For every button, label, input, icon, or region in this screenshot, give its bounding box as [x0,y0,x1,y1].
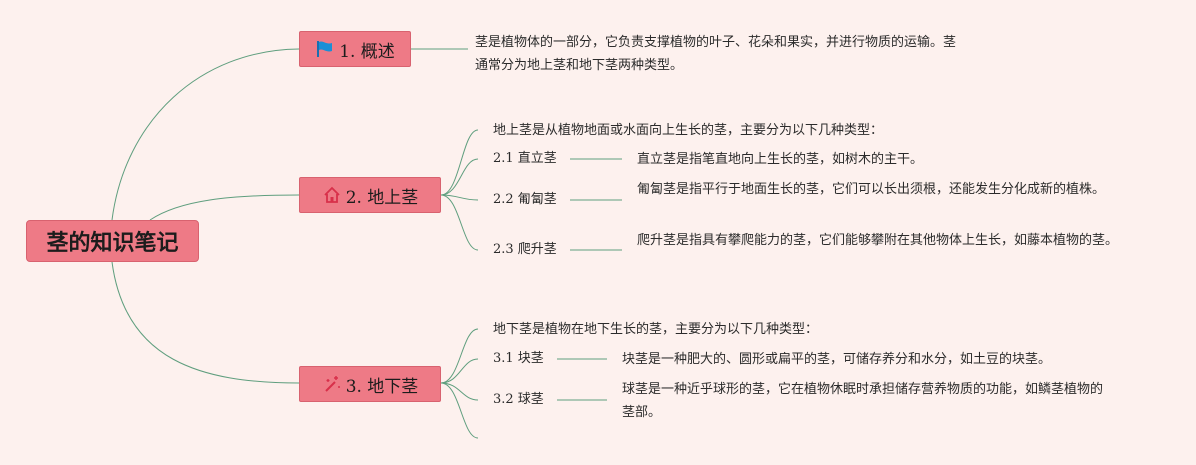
link-branch-2-item-1 [440,158,479,196]
sparkle-wand-icon [322,374,342,394]
overview-note: 茎是植物体的一部分，它负责支撑植物的叶子、花朵和果实，并进行物质的运输。茎通常分… [475,35,957,73]
subtopic-climbing-stem[interactable]: 2.3 爬升茎 [493,242,557,257]
subtopic-corm[interactable]: 3.2 球茎 [493,392,544,407]
corm-desc: 球茎是一种近乎球形的茎，它在植物休眠时承担储存营养物质的功能，如鳞茎植物的茎部。 [622,382,1104,420]
home-icon [322,185,342,205]
link-root-to-branch-1 [111,48,300,221]
branch-label: 3. 地下茎 [345,376,419,397]
branch-label: 1. 概述 [339,41,395,62]
creeping-stem-desc: 匍匐茎是指平行于地面生长的茎，它们可以长出须根，还能发生分化成新的植株。 [637,182,1106,197]
flag-icon [315,39,335,59]
tuber-desc: 块茎是一种肥大的、圆形或扁平的茎，可储存养分和水分，如土豆的块茎。 [622,352,1052,367]
link-root-to-branch-2 [149,194,300,221]
branch-node-underground[interactable]: 3. 地下茎 [299,366,441,402]
root-title: 茎的知识笔记 [46,231,179,256]
subtopic-tuber[interactable]: 3.1 块茎 [493,351,544,366]
branch-node-above-ground[interactable]: 2. 地上茎 [299,177,441,213]
root-node[interactable]: 茎的知识笔记 [26,220,199,262]
climbing-stem-desc: 爬升茎是指具有攀爬能力的茎，它们能够攀附在其他物体上生长，如藤本植物的茎。 [637,233,1119,248]
link-root-to-branch-3 [111,261,300,384]
link-branch-3-empty [440,382,479,439]
link-branch-2-item-2 [440,194,479,201]
branch-node-overview[interactable]: 1. 概述 [299,31,411,67]
underground-intro: 地下茎是植物在地下生长的茎，主要分为以下几种类型： [493,322,819,337]
subtopic-upright-stem[interactable]: 2.1 直立茎 [493,151,557,166]
branch-label: 2. 地上茎 [345,187,419,208]
above-ground-intro: 地上茎是从植物地面或水面向上生长的茎，主要分为以下几种类型： [493,123,884,138]
link-branch-2-intro [440,129,479,196]
link-branch-3-item-2 [440,382,479,401]
subtopic-creeping-stem[interactable]: 2.2 匍匐茎 [493,192,557,207]
link-branch-2-item-3 [440,194,479,251]
link-branch-3-intro [440,328,479,384]
link-branch-3-item-1 [440,358,479,384]
upright-stem-desc: 直立茎是指笔直地向上生长的茎，如树木的主干。 [637,152,924,167]
